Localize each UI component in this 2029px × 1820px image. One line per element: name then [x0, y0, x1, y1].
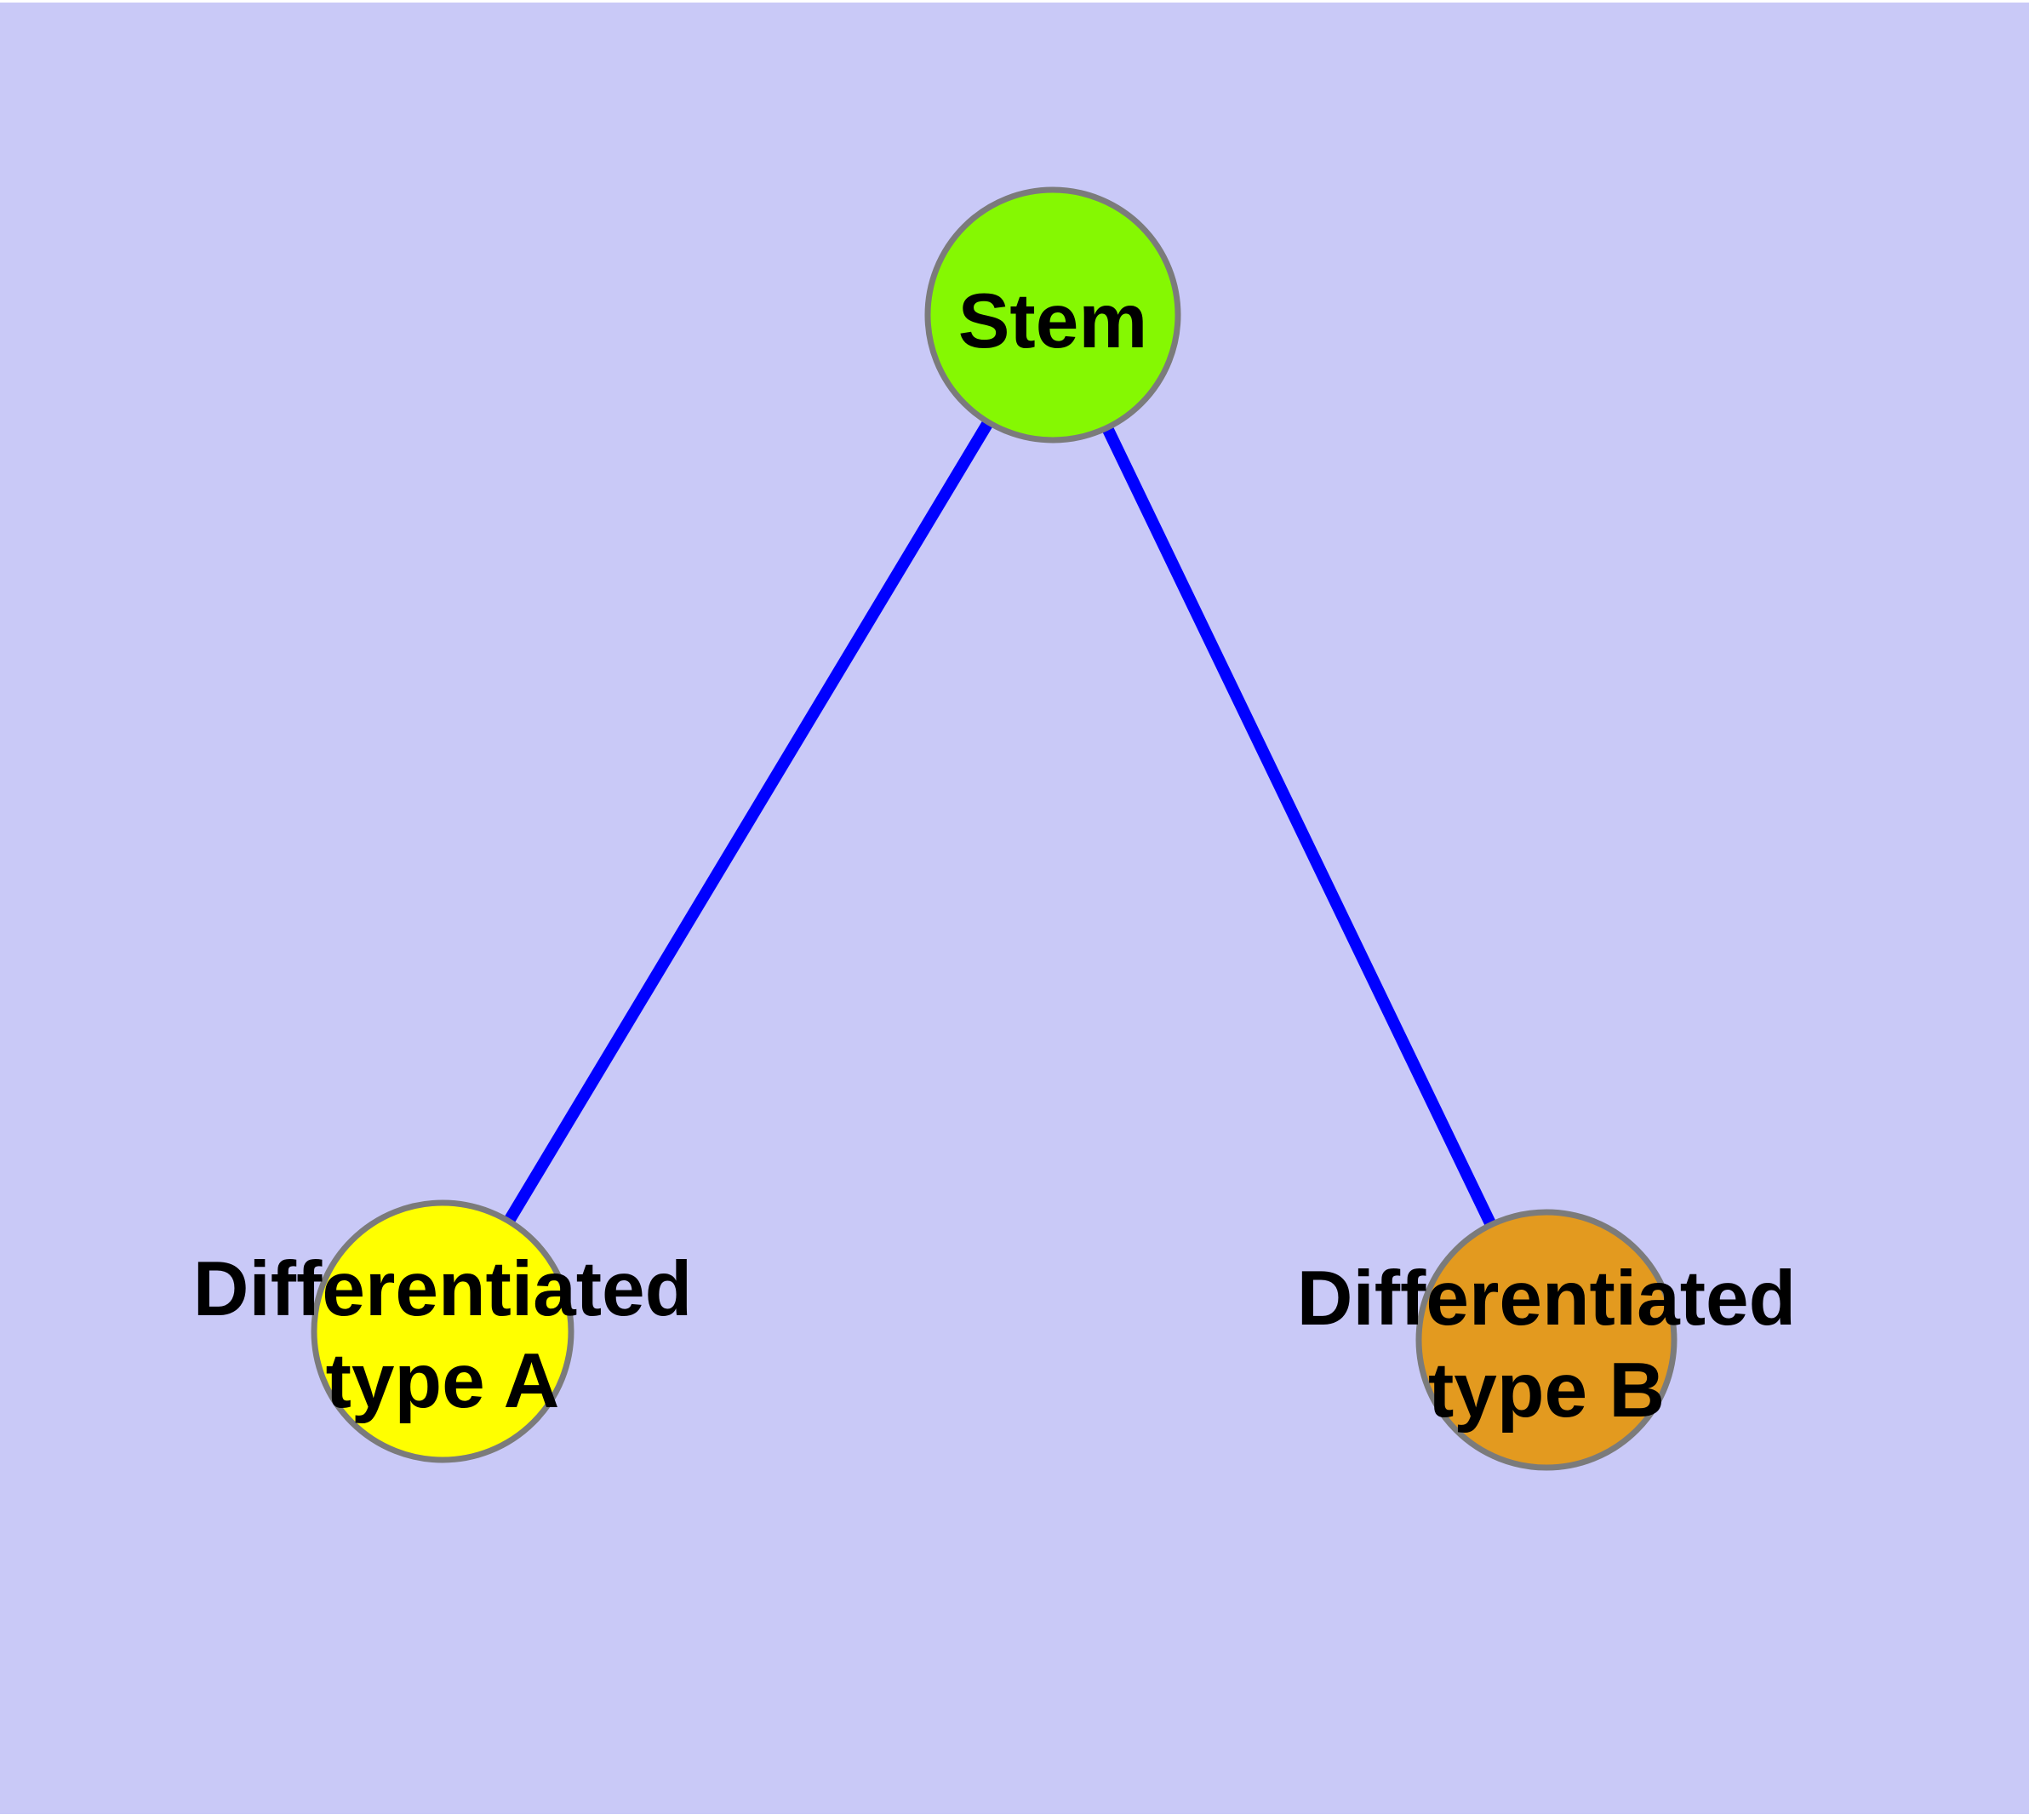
node-type-a	[311, 1199, 574, 1463]
node-stem-label: Stem	[958, 278, 1148, 364]
node-type-b-label-line1: Differentiated	[1297, 1256, 1797, 1342]
node-type-a-label-line1: Differentiated	[193, 1246, 693, 1332]
edge-stem-to-type-a	[437, 312, 1059, 1335]
node-type-b	[1415, 1209, 1677, 1471]
node-type-b-label-line2: type B	[1428, 1348, 1665, 1434]
node-type-a-label-line2: type A	[326, 1338, 560, 1424]
edge-stem-to-type-b	[1047, 312, 1552, 1343]
node-stem	[924, 186, 1181, 444]
